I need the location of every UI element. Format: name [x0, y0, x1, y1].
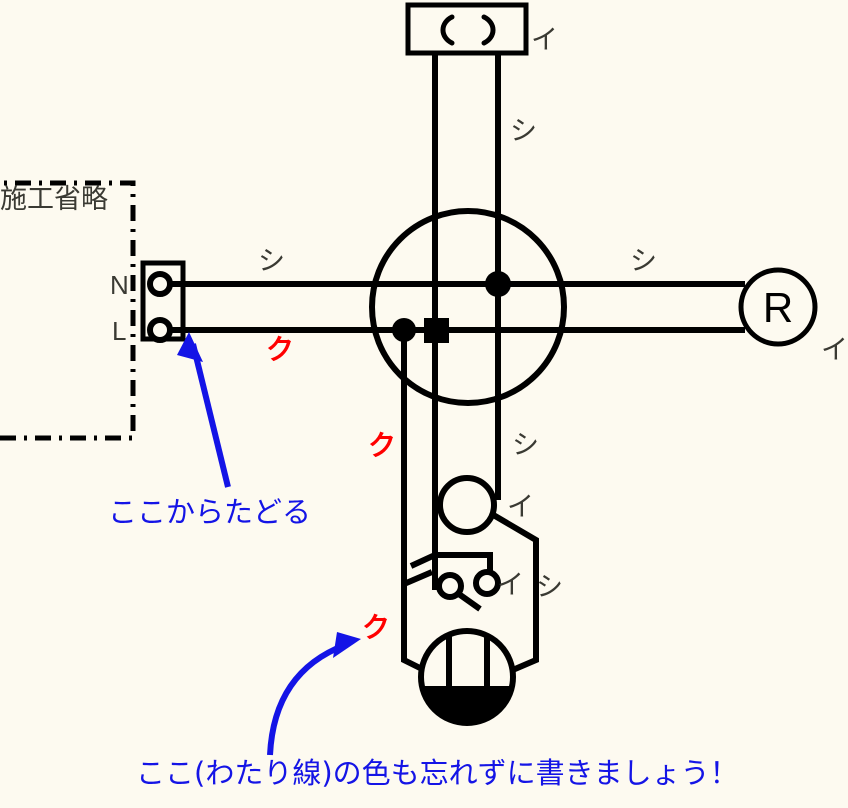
junction-connections	[392, 271, 511, 343]
connection-dot-neutral	[485, 271, 511, 297]
arrow-crossover-shaft	[267, 642, 347, 756]
lamp-device	[437, 475, 497, 535]
terminal-n-hole	[147, 271, 173, 297]
switch-device	[436, 569, 501, 612]
relay-symbol-letter: R	[763, 284, 793, 331]
bottom-receptacle-device	[418, 628, 516, 726]
junction-box-circle	[369, 208, 567, 406]
wire-live-to-switch	[402, 569, 434, 587]
terminal-l-hole	[147, 317, 173, 343]
switch-terminal-right	[473, 569, 501, 597]
switch-blade	[454, 589, 482, 612]
power-source-terminal-block	[140, 260, 186, 343]
wire-network	[170, 53, 745, 660]
connection-square-live	[424, 318, 449, 343]
switch-terminal-left	[436, 572, 464, 600]
remote-relay-device: R	[738, 267, 818, 347]
construction-omitted-box	[0, 180, 136, 441]
arrow-trace-from-here-shaft	[190, 343, 231, 488]
wire-switch-right-branch	[435, 552, 493, 572]
arrow-crossover-head	[333, 632, 361, 658]
connection-dot-live	[392, 318, 416, 342]
wire-lamp-to-receptacle-right	[488, 510, 539, 675]
wire-lamp-to-switch-left	[409, 505, 438, 569]
annotation-arrows	[177, 332, 361, 756]
arrow-trace-from-here-head	[177, 332, 203, 362]
ceiling-outlet-device	[405, 2, 529, 56]
